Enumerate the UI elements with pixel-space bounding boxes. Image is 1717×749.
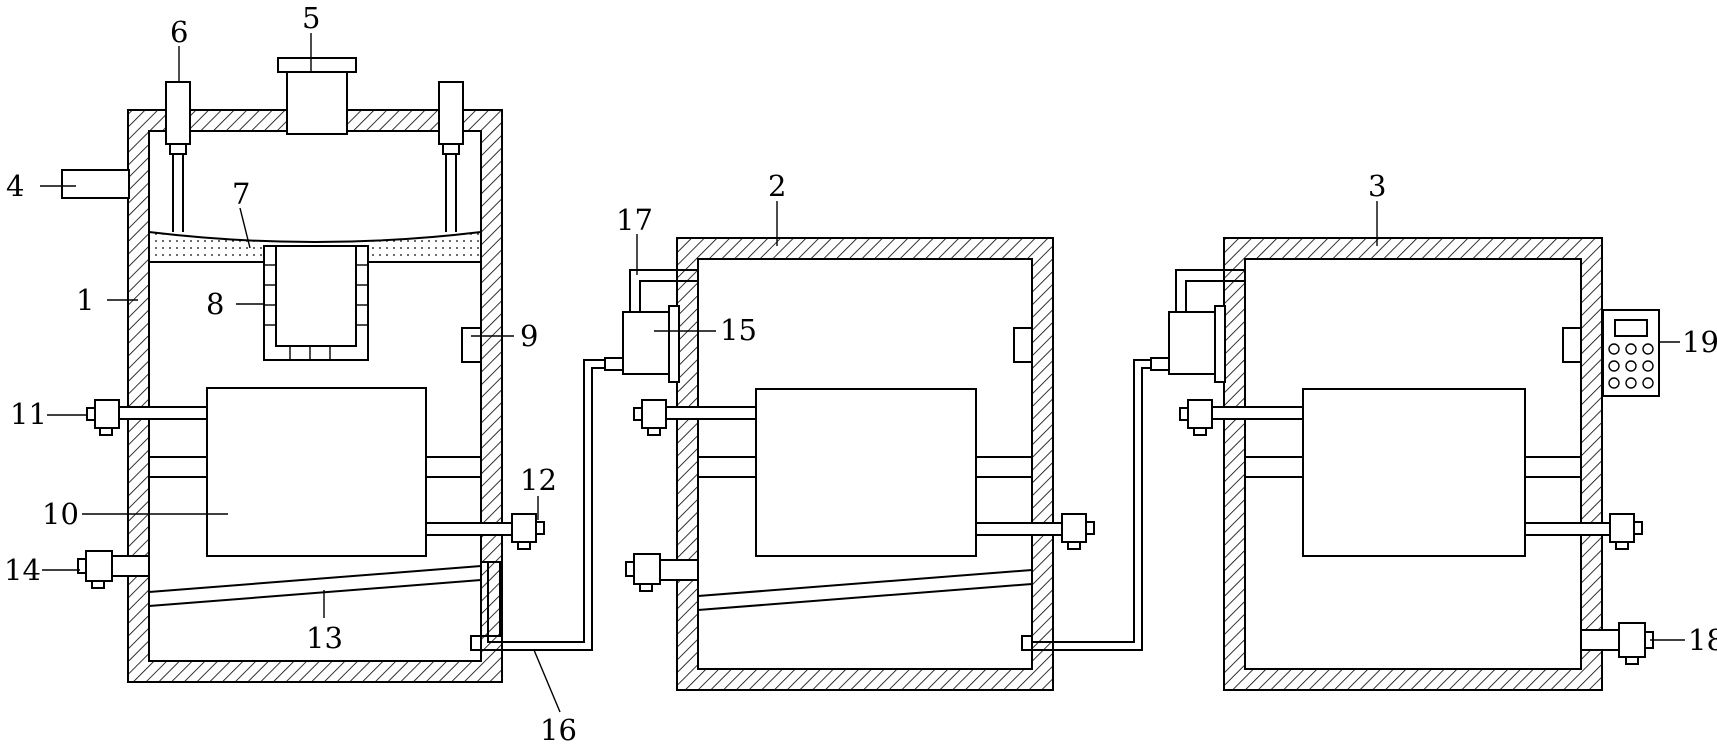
- label-1: 1: [76, 283, 94, 317]
- label-6: 6: [170, 15, 188, 49]
- drain-valve: [1580, 622, 1654, 665]
- inlet-pipe: [61, 169, 130, 199]
- inclined-plate: [148, 565, 482, 607]
- tank-1: [61, 57, 622, 683]
- label-14: 14: [4, 553, 41, 587]
- valve-tank2-left-upper: [633, 399, 757, 436]
- label-9: 9: [520, 319, 538, 353]
- label-13: 13: [306, 621, 343, 655]
- valve-tank2-outlet: [625, 553, 699, 592]
- label-3: 3: [1368, 169, 1386, 203]
- label-18: 18: [1688, 623, 1717, 657]
- tank-3: [1150, 237, 1660, 691]
- leader-lines: [40, 33, 1685, 713]
- transfer-pump-2: [1150, 269, 1245, 383]
- level-sensor: [461, 327, 482, 363]
- valve-left-upper: [86, 399, 208, 436]
- control-panel: [1602, 309, 1660, 397]
- label-11: 11: [10, 397, 47, 431]
- label-17: 17: [616, 203, 653, 237]
- treatment-box: [206, 387, 427, 557]
- filter-basket: [263, 245, 369, 361]
- label-15: 15: [720, 313, 757, 347]
- transfer-pump: [604, 269, 698, 383]
- valve-tank3-left-upper: [1179, 399, 1304, 436]
- hydraulic-cylinder-right: [438, 81, 464, 232]
- label-2: 2: [768, 169, 786, 203]
- label-5: 5: [302, 1, 320, 35]
- outlet-valve: [77, 550, 150, 589]
- label-16: 16: [540, 713, 577, 744]
- tank-2: [604, 237, 1170, 691]
- valve-tank3-right-lower: [1524, 513, 1643, 550]
- valve-right-lower: [425, 513, 545, 550]
- label-19: 19: [1682, 325, 1717, 359]
- hydraulic-cylinder-left: [165, 81, 191, 232]
- valve-tank2-right-lower: [975, 513, 1095, 550]
- label-10: 10: [42, 497, 79, 531]
- label-7: 7: [232, 177, 250, 211]
- part-labels: 1 2 3 4 5 6 7 8 9 10 11 12 13 14 15 16 1…: [4, 1, 1717, 747]
- feed-inlet: [277, 57, 357, 135]
- label-12: 12: [520, 463, 557, 497]
- label-4: 4: [6, 169, 24, 203]
- label-8: 8: [206, 287, 224, 321]
